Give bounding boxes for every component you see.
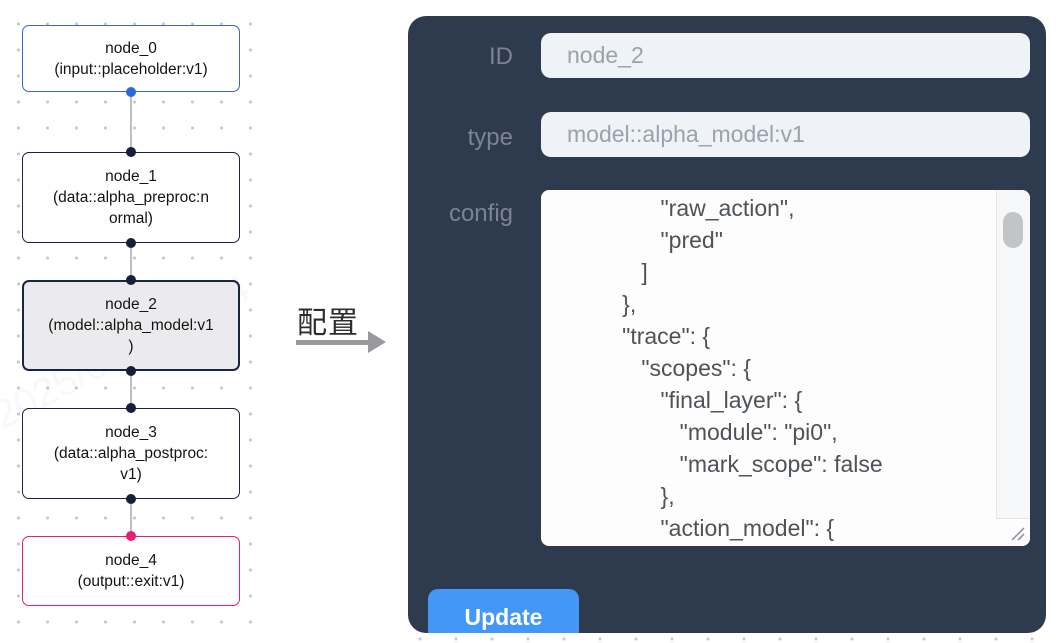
- node-label-line: (output::exit:v1): [77, 573, 185, 590]
- node-label-line: (data::alpha_postproc:: [53, 445, 209, 462]
- edge-node3-node4: [130, 499, 132, 536]
- flow-node-node_1[interactable]: node_1 (data::alpha_preproc:n ormal): [22, 152, 240, 243]
- node-label-line: (data::alpha_preproc:n: [53, 189, 209, 206]
- edge-node0-node1: [130, 92, 132, 152]
- port-node0-output[interactable]: [126, 87, 136, 97]
- node-label-line: v1): [120, 466, 142, 483]
- node-label-line: ): [128, 338, 134, 355]
- port-node4-input[interactable]: [126, 531, 136, 541]
- port-node3-output[interactable]: [126, 494, 136, 504]
- transition-label: 配置: [297, 307, 359, 340]
- id-field-label: ID: [489, 43, 513, 70]
- node-label-line: node_4: [105, 552, 157, 569]
- port-node2-output[interactable]: [126, 366, 136, 376]
- update-button-label: Update: [464, 603, 543, 630]
- port-node2-input[interactable]: [126, 275, 136, 285]
- flow-node-node_2-selected[interactable]: node_2 (model::alpha_model:v1 ): [22, 280, 240, 371]
- type-field-label: type: [467, 124, 513, 151]
- port-node3-input[interactable]: [126, 403, 136, 413]
- node-label-line: node_1: [105, 168, 157, 185]
- node-label-line: node_3: [105, 424, 157, 441]
- node-label-line: (model::alpha_model:v1: [48, 317, 214, 334]
- node-config-panel: ID type config "raw_action", "pred" ] },…: [408, 16, 1046, 633]
- edge-node1-node2: [130, 243, 132, 280]
- edge-node2-node3: [130, 371, 132, 408]
- scrollbar-corner: [996, 518, 1030, 546]
- port-node1-output[interactable]: [126, 238, 136, 248]
- config-json-text[interactable]: "raw_action", "pred" ] }, "trace": { "sc…: [622, 195, 883, 541]
- flow-node-node_4[interactable]: node_4 (output::exit:v1): [22, 536, 240, 606]
- config-field-label: config: [448, 200, 513, 227]
- config-textarea[interactable]: "raw_action", "pred" ] }, "trace": { "sc…: [541, 190, 1030, 546]
- port-node1-input[interactable]: [126, 147, 136, 157]
- right-arrow-head-icon: [368, 331, 386, 353]
- flow-node-node_0[interactable]: node_0 (input::placeholder:v1): [22, 25, 240, 92]
- update-button[interactable]: Update: [428, 589, 579, 633]
- flow-canvas: 2025/04/11 11:4 node_0 (input::placehold…: [0, 0, 272, 643]
- node-label-line: node_2: [105, 296, 157, 313]
- panel-canvas: 2025/04/11 11:4 2025/04/11 11:4 ID type …: [394, 0, 1062, 643]
- node-label-line: node_0: [105, 39, 157, 57]
- scrollbar-thumb[interactable]: [1003, 212, 1023, 248]
- node-label-line: (input::placeholder:v1): [54, 60, 208, 78]
- node-label-line: ormal): [109, 210, 153, 227]
- type-input[interactable]: [541, 112, 1030, 157]
- id-input[interactable]: [541, 33, 1030, 78]
- resize-handle-icon[interactable]: [1007, 523, 1027, 543]
- flow-node-node_3[interactable]: node_3 (data::alpha_postproc: v1): [22, 408, 240, 499]
- right-arrow-icon: [296, 340, 370, 345]
- scrollbar-track[interactable]: [996, 190, 1030, 546]
